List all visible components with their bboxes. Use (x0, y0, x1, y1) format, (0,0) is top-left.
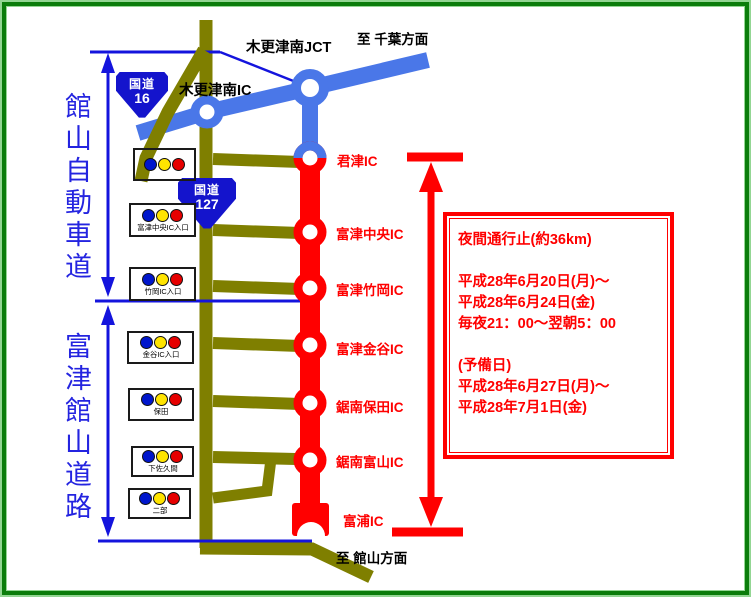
signal-label: 富津中央IC入口 (136, 222, 189, 232)
signal-red-light (170, 208, 183, 222)
closure-hours: 毎夜21：00～翌朝5：00 (458, 316, 616, 332)
closure-date-start: 平成28年6月20日(月)～ (458, 274, 610, 290)
ic-label-kyonan-tomiyama: 鋸南富山IC (336, 455, 404, 470)
ic-label-kimitsu: 君津IC (337, 154, 378, 169)
signal-yellow-light (154, 336, 167, 349)
route-shield-prefix: 国道 (193, 183, 220, 197)
junction-circles (190, 69, 329, 477)
signal-blue-light (142, 208, 155, 222)
national-route-16-road (134, 46, 210, 183)
signal-red-light (172, 157, 185, 171)
spacer (458, 335, 663, 356)
ic-label-futtsu-chuo: 富津中央IC (336, 227, 404, 242)
signal-lights (142, 450, 183, 463)
signal-lights (144, 157, 185, 171)
signal-lights (140, 393, 182, 406)
tateyama-expressway-label: 館山自動車道 (61, 92, 91, 284)
expressway-extent-lines (90, 50, 312, 543)
signal-lights (142, 208, 183, 222)
expressway-blue-road (135, 52, 430, 152)
closure-title: 夜間通行止(約36km) (458, 232, 592, 248)
traffic-signal-icon: 金谷IC入口 (127, 331, 194, 364)
closure-date-end: 平成28年6月24日(金) (458, 295, 595, 311)
to-chiba-label: 至 千葉方面 (357, 32, 429, 47)
signal-blue-light (142, 272, 155, 286)
signal-yellow-light (156, 450, 169, 463)
route-shield-number: 127 (195, 196, 219, 212)
reserve-date-end: 平成28年7月1日(金) (458, 400, 587, 416)
reserve-date-start: 平成28年6月27日(月)～ (458, 379, 610, 395)
signal-lights (140, 336, 181, 349)
signal-blue-light (140, 336, 153, 349)
tunnel-portal-icon (292, 503, 329, 536)
signal-yellow-light (158, 157, 171, 171)
ic-label-futtsu-kanaya: 富津金谷IC (336, 342, 404, 357)
traffic-signal-icon (133, 148, 196, 181)
closure-extent-arrow (392, 152, 463, 537)
signal-blue-light (142, 450, 155, 463)
ic-label-kyonan-hota: 鋸南保田IC (336, 400, 404, 415)
spacer (458, 251, 663, 272)
signal-yellow-light (153, 492, 166, 505)
reserve-days-heading: (予備日) (458, 358, 512, 374)
signal-yellow-light (156, 272, 169, 286)
ic-label-futtsu-takeoka: 富津竹岡IC (336, 283, 404, 298)
signal-blue-light (144, 157, 157, 171)
traffic-signal-icon: 富津中央IC入口 (129, 203, 196, 237)
futtsu-tateyama-road-label: 富津館山道路 (61, 332, 91, 524)
signal-red-light (170, 272, 183, 286)
signal-red-light (170, 450, 183, 463)
to-tateyama-label: 至 館山方面 (336, 551, 408, 566)
signal-label: 下佐久間 (147, 464, 178, 473)
signal-red-light (168, 393, 182, 406)
closure-notice-content: 夜間通行止(約36km) 平成28年6月20日(月)～ 平成28年6月24日(金… (449, 218, 668, 453)
signal-label: 保田 (153, 407, 169, 416)
traffic-signal-icon: 竹岡IC入口 (129, 267, 196, 301)
signal-label: 竹岡IC入口 (144, 286, 181, 296)
traffic-signal-icon: 下佐久間 (131, 446, 194, 477)
closure-notice-box: 夜間通行止(約36km) 平成28年6月20日(月)～ 平成28年6月24日(金… (443, 212, 674, 459)
traffic-signal-icon: 二部 (128, 488, 191, 519)
ic-label-tomiura: 富浦IC (343, 514, 384, 529)
signal-label: 金谷IC入口 (142, 350, 179, 359)
traffic-signal-icon: 保田 (128, 388, 194, 421)
signal-yellow-light (154, 393, 168, 406)
signal-red-light (167, 492, 180, 505)
route-shield-number: 16 (134, 90, 150, 106)
kisarazu-minami-ic-label: 木更津南IC (179, 83, 252, 99)
signal-label: 二部 (152, 506, 167, 515)
kisarazu-minami-jct-label: 木更津南JCT (246, 40, 332, 56)
signal-red-light (168, 336, 181, 349)
signal-blue-light (140, 393, 154, 406)
signal-lights (142, 272, 183, 286)
signal-lights (139, 492, 180, 505)
route-shield-prefix: 国道 (128, 77, 155, 91)
signal-yellow-light (156, 208, 169, 222)
signal-blue-light (139, 492, 152, 505)
